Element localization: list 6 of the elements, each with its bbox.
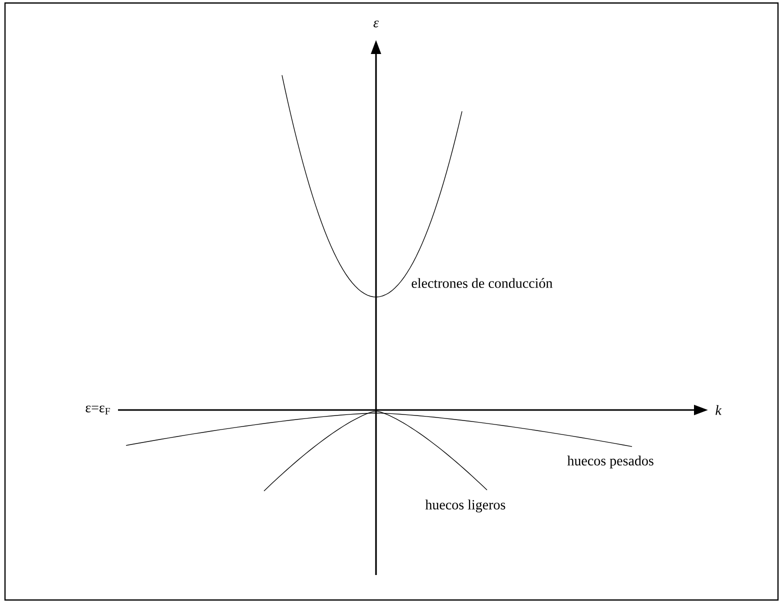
band-label: huecos pesados bbox=[567, 456, 654, 468]
band-label: electrones de conducción bbox=[412, 278, 552, 288]
band-label: huecos ligeros bbox=[425, 500, 506, 512]
level-label: ε=ε$_{F}$ bbox=[86, 406, 110, 414]
axis-label: k bbox=[716, 405, 722, 415]
axis-label: ε bbox=[374, 20, 379, 28]
